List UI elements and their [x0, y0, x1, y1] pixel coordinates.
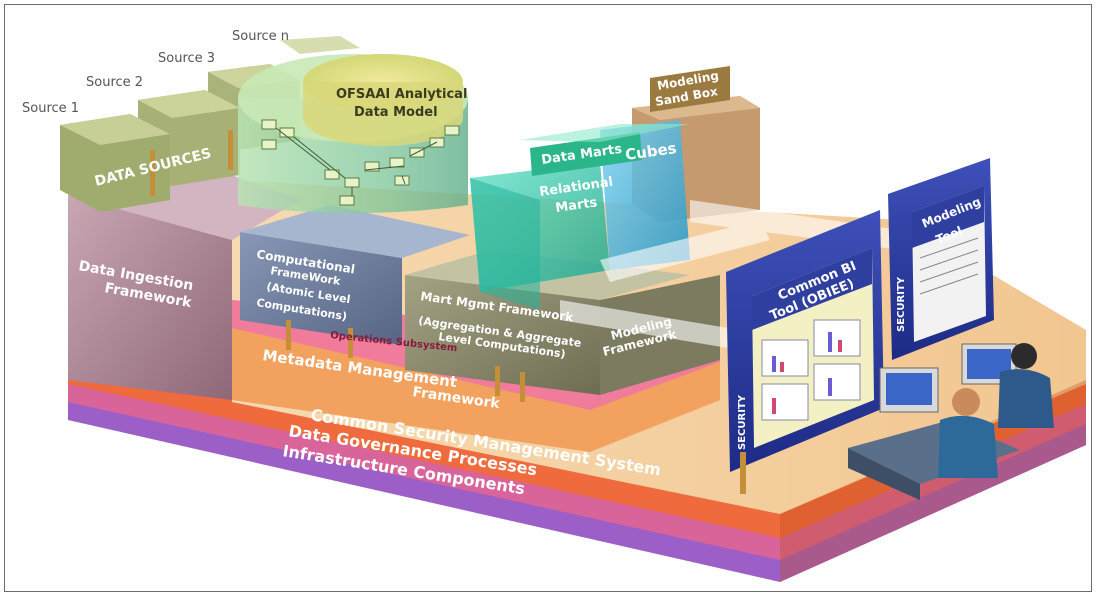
source-2-label: Source 2	[86, 75, 143, 90]
user-2-head	[1011, 343, 1037, 369]
bi-panel-header	[752, 248, 872, 330]
mart-mgmt-block	[405, 275, 600, 395]
ingestion-block	[68, 195, 232, 400]
relational-marts-line2: Marts	[554, 195, 598, 216]
layer-pegs	[286, 320, 525, 402]
bi-tool-panel	[726, 210, 884, 494]
source-1-label: Source 1	[22, 101, 79, 116]
source-connector	[150, 150, 155, 196]
data-marts-top	[520, 124, 690, 142]
data-marts-tag	[530, 132, 642, 176]
user-2-body	[998, 369, 1054, 428]
model-core-body	[303, 82, 463, 146]
image-frame	[4, 4, 1092, 592]
source-1-top	[60, 114, 170, 145]
marts-cubes	[470, 120, 690, 310]
bi-dashboard-charts	[761, 319, 861, 421]
user-1-head	[952, 388, 980, 416]
modeling-tool-panel	[888, 158, 994, 360]
relational-marts-front	[470, 178, 540, 310]
modeling-security-label: SECURITY	[896, 276, 907, 332]
users-workstation	[848, 343, 1054, 500]
source-n-label: Source n	[232, 29, 289, 44]
source-2-top	[138, 90, 240, 118]
modeling-screen-lines	[919, 237, 979, 295]
platform-edge-dark	[780, 380, 1086, 582]
bi-security-label: SECURITY	[737, 394, 748, 450]
source-connector	[228, 130, 233, 170]
analytical-model-line2: Data Model	[354, 105, 438, 120]
bi-panel-post	[740, 452, 746, 494]
entity-links	[275, 127, 438, 196]
source-n-top	[280, 36, 360, 54]
monitor-1-screen	[886, 373, 932, 405]
analytical-data-model	[238, 54, 468, 214]
computational-top	[240, 205, 470, 258]
sandbox-top	[632, 96, 760, 120]
desk-front	[848, 448, 920, 500]
entity-network	[261, 119, 460, 206]
user-1-body	[938, 415, 998, 478]
sandbox-sign	[650, 66, 730, 112]
modeling-panel-header	[912, 186, 984, 248]
source-3-label: Source 3	[158, 51, 215, 66]
analytical-model-line1: OFSAAI Analytical	[336, 87, 467, 102]
computational-block	[240, 232, 402, 345]
